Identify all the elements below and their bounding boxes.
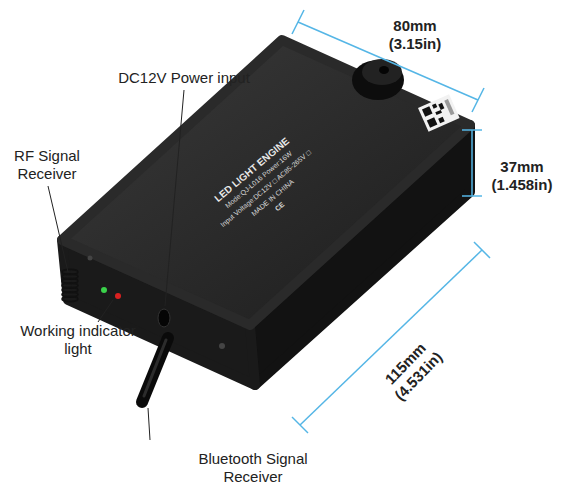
dimension-label: 37mm (1.458in) (481, 158, 563, 194)
part-label: Working indicator light (17, 322, 139, 358)
leader-line (48, 186, 68, 272)
antenna-highlight (144, 340, 166, 396)
leader-line (165, 90, 184, 306)
bluetooth-antenna (142, 338, 168, 402)
qr-sticker (418, 94, 460, 132)
part-label: RF Signal Receiver (6, 147, 88, 183)
leader-line (148, 408, 150, 440)
spring-antenna (62, 269, 78, 301)
fiber-port (352, 60, 404, 100)
dimension-lines (292, 10, 490, 433)
fiber-port-face (362, 59, 402, 85)
green-led (101, 287, 107, 293)
screw (219, 343, 225, 349)
dimension-label: 80mm (3.15in) (376, 17, 454, 53)
top-face (62, 40, 470, 325)
part-label: Bluetooth Signal Receiver (178, 450, 328, 486)
leader-line (98, 300, 113, 322)
power-jack (158, 309, 170, 327)
dimension-label: 115mm (4.531in) (371, 328, 454, 412)
screw (88, 256, 93, 261)
fiber-port-hole (379, 66, 389, 74)
part-label: DC12V Power input (99, 69, 269, 87)
red-led (115, 293, 121, 299)
